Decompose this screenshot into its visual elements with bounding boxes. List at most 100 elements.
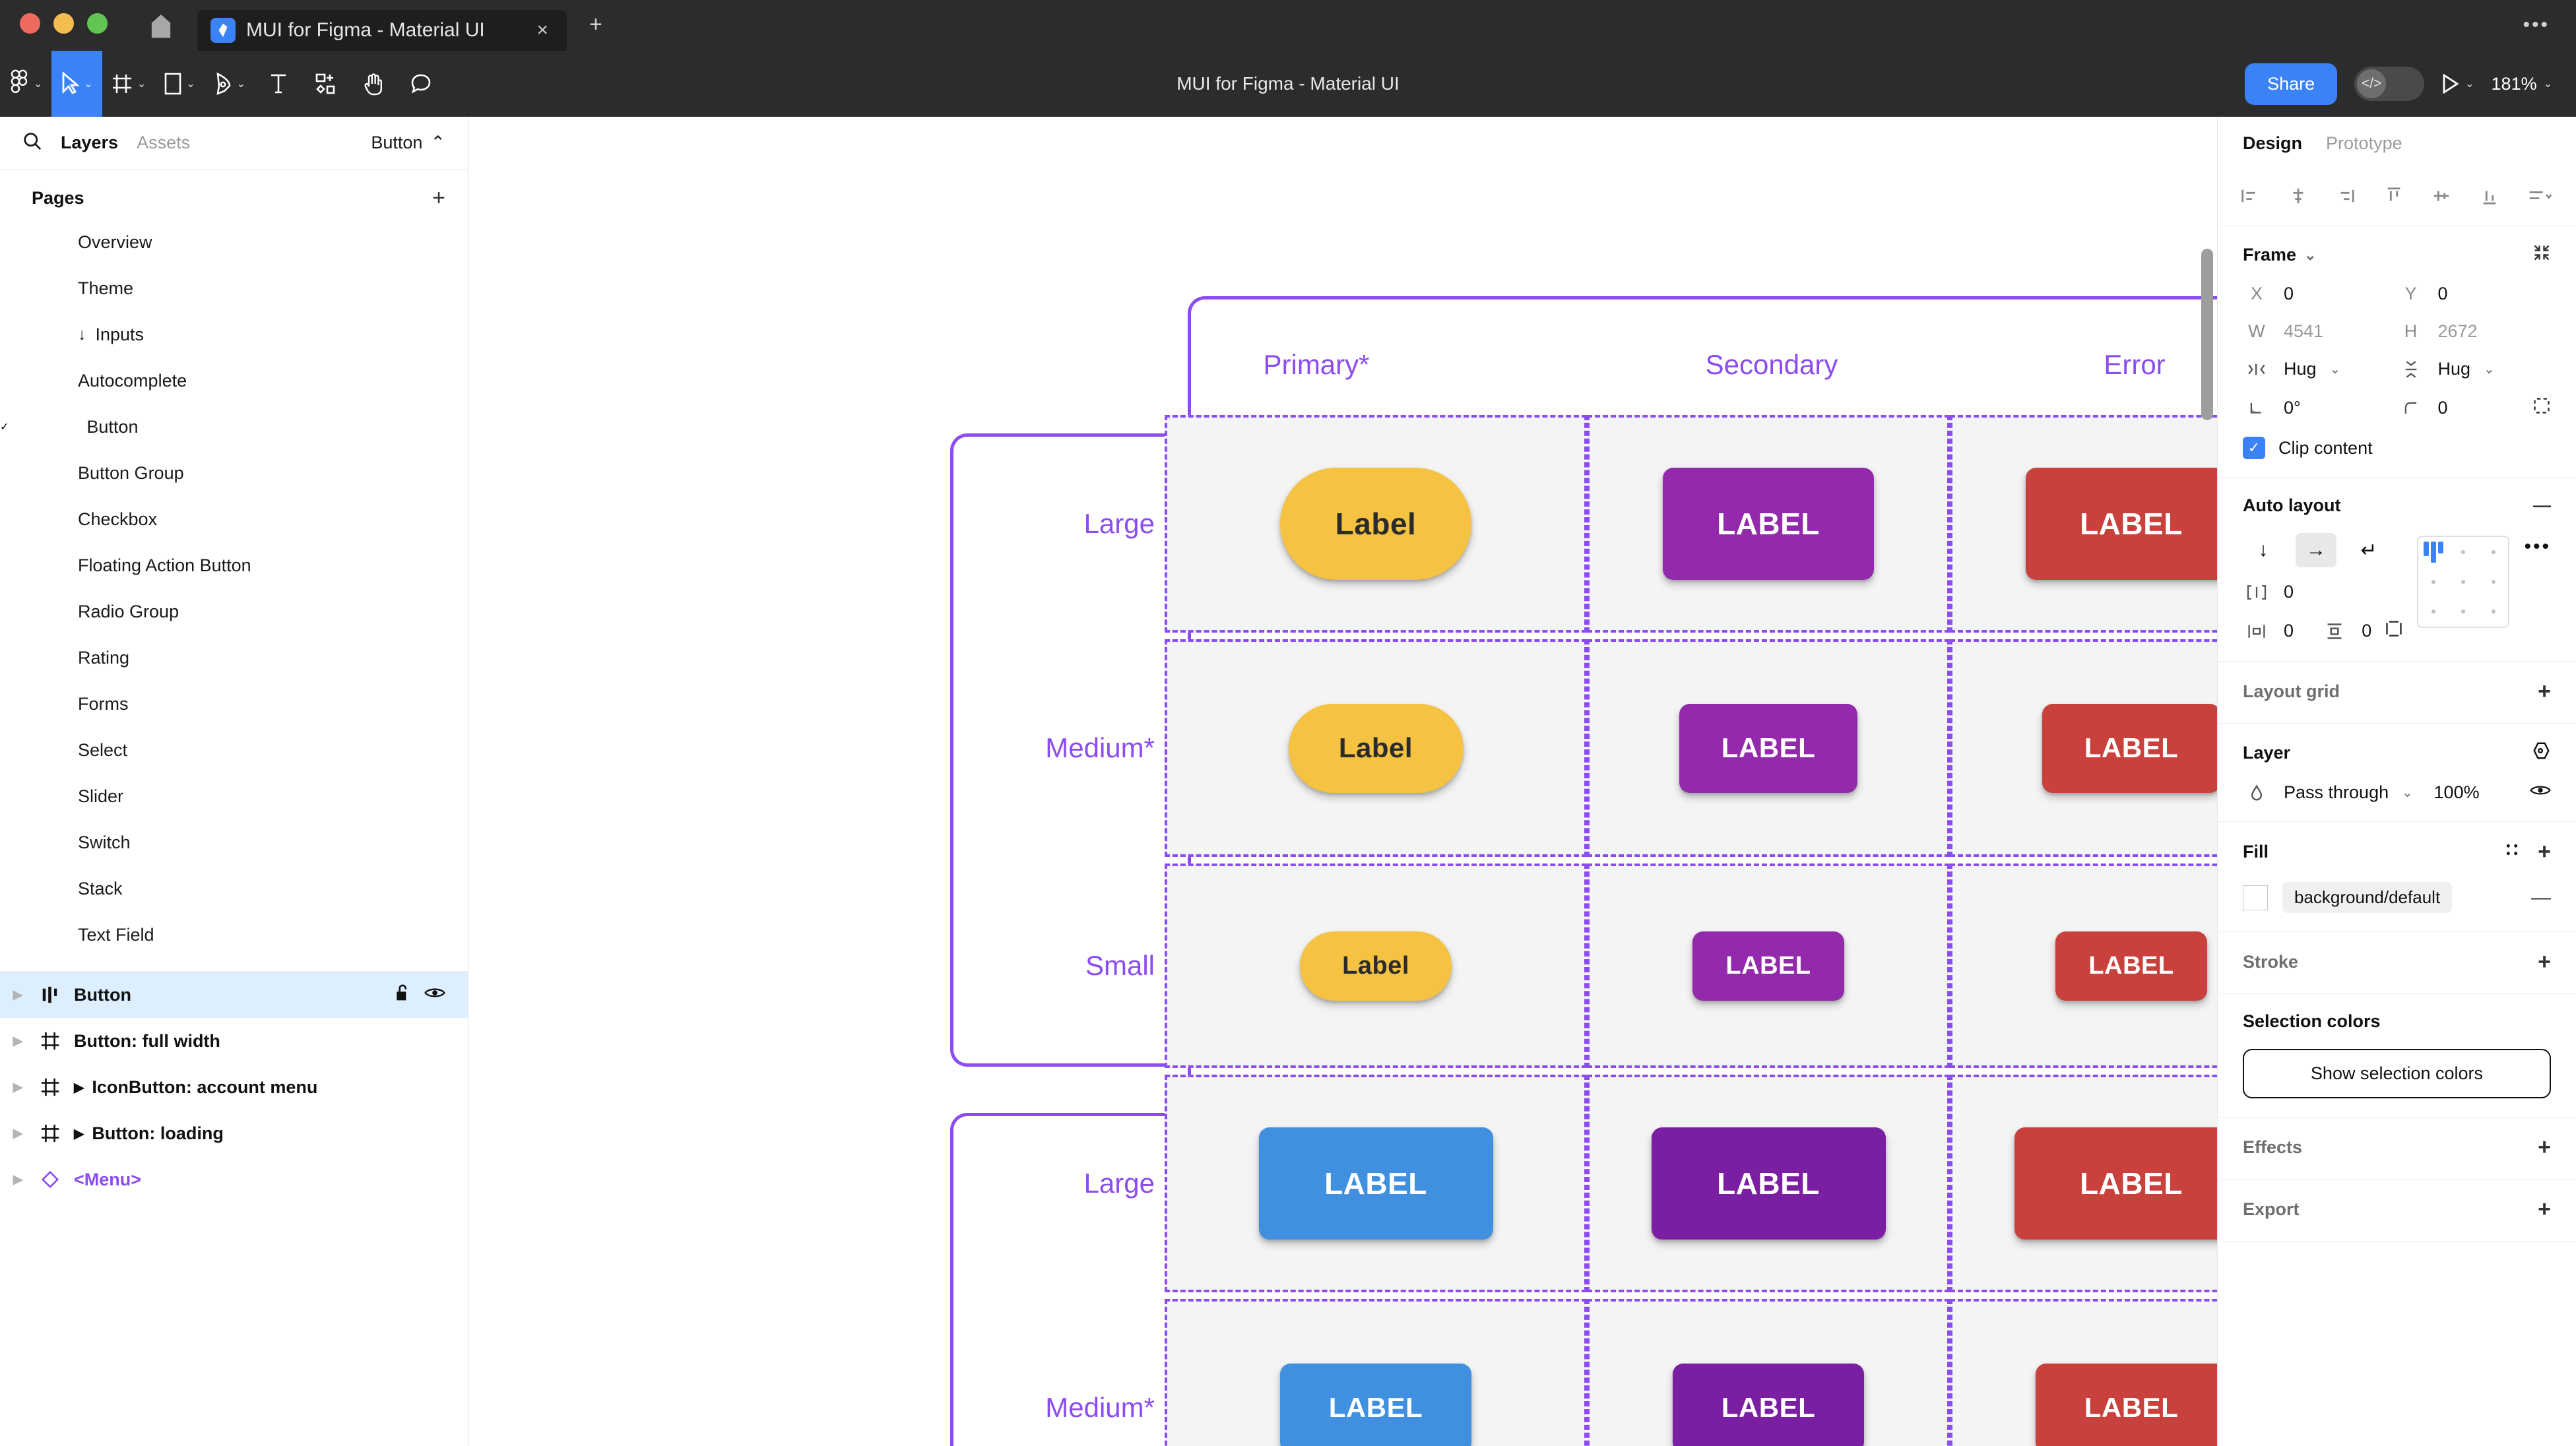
arrow-right-icon[interactable]: → bbox=[2296, 533, 2336, 567]
frame-h-field[interactable]: H 2672 bbox=[2397, 321, 2552, 342]
eye-icon[interactable] bbox=[2530, 782, 2551, 803]
mui-button[interactable]: LABEL bbox=[2042, 703, 2217, 793]
add-effect-button[interactable]: + bbox=[2538, 1135, 2551, 1160]
page-item-text-field[interactable]: Text Field bbox=[0, 912, 468, 958]
pen-tool-icon[interactable]: ⌄ bbox=[205, 51, 255, 117]
move-tool-icon[interactable]: ⌄ bbox=[51, 51, 102, 117]
minimize-window-button[interactable] bbox=[53, 13, 74, 34]
fill-color-swatch[interactable] bbox=[2243, 885, 2268, 910]
comment-icon[interactable] bbox=[397, 51, 445, 117]
add-page-button[interactable]: + bbox=[432, 185, 445, 210]
expand-caret-icon[interactable]: ▶ bbox=[13, 1126, 23, 1141]
mui-button[interactable]: Label bbox=[1300, 931, 1452, 1001]
home-icon[interactable] bbox=[125, 0, 197, 51]
mui-button[interactable]: Label bbox=[1288, 703, 1464, 793]
mui-button[interactable]: LABEL bbox=[1258, 1127, 1493, 1240]
styles-icon[interactable] bbox=[2503, 841, 2521, 863]
layer-row[interactable]: ▶Button bbox=[0, 972, 468, 1018]
layer-style-icon[interactable] bbox=[2531, 741, 2551, 765]
auto-layout-alignment-grid[interactable] bbox=[2417, 536, 2510, 628]
canvas-vertical-scrollbar[interactable] bbox=[2201, 249, 2213, 420]
horizontal-padding-field[interactable]: 0 bbox=[2243, 621, 2321, 641]
frame-w-field[interactable]: W 4541 bbox=[2243, 321, 2397, 342]
distribute-icon[interactable] bbox=[2527, 186, 2554, 209]
zoom-chevron-down-icon[interactable]: ⌄ bbox=[2543, 79, 2552, 90]
rotation-field[interactable]: 0° bbox=[2243, 398, 2397, 418]
hand-tool-icon[interactable] bbox=[350, 51, 397, 117]
remove-auto-layout-button[interactable]: — bbox=[2533, 495, 2551, 515]
align-top-icon[interactable] bbox=[2384, 186, 2404, 209]
layer-row[interactable]: ▶Button: full width bbox=[0, 1018, 468, 1064]
mui-button[interactable]: LABEL bbox=[2036, 1363, 2217, 1446]
frame-tool-icon[interactable]: ⌄ bbox=[102, 51, 155, 117]
individual-padding-icon[interactable] bbox=[2385, 619, 2403, 643]
shape-tool-icon[interactable]: ⌄ bbox=[155, 51, 204, 117]
mui-button[interactable]: LABEL bbox=[2014, 1127, 2217, 1240]
zoom-control[interactable]: 181% ⌄ bbox=[2492, 74, 2552, 94]
page-item-button-group[interactable]: Button Group bbox=[0, 450, 468, 496]
mui-button[interactable]: LABEL bbox=[1663, 468, 1874, 580]
text-tool-icon[interactable] bbox=[255, 51, 302, 117]
mui-button[interactable]: LABEL bbox=[1280, 1363, 1471, 1446]
page-item-rating[interactable]: Rating bbox=[0, 635, 468, 681]
opacity-field[interactable]: 100% bbox=[2434, 782, 2551, 803]
remove-fill-button[interactable]: — bbox=[2531, 886, 2551, 908]
mui-button[interactable]: LABEL bbox=[1679, 703, 1857, 793]
more-options-icon[interactable]: ••• bbox=[2524, 536, 2551, 557]
blend-mode-field[interactable]: Pass through ⌄ bbox=[2243, 782, 2434, 803]
hug-width-field[interactable]: Hug ⌄ bbox=[2243, 359, 2397, 379]
fill-style-name[interactable]: background/default bbox=[2282, 882, 2453, 913]
hug-height-chevron-down-icon[interactable]: ⌄ bbox=[2484, 362, 2495, 377]
add-stroke-button[interactable]: + bbox=[2538, 949, 2551, 974]
mui-button[interactable]: LABEL bbox=[2026, 468, 2217, 580]
unlock-icon[interactable] bbox=[394, 984, 411, 1007]
mui-button[interactable]: Label bbox=[1280, 468, 1471, 580]
page-item-forms[interactable]: Forms bbox=[0, 681, 468, 727]
clip-content-row[interactable]: ✓ Clip content bbox=[2243, 437, 2551, 459]
auto-layout-gap-field[interactable]: 0 bbox=[2243, 582, 2399, 602]
page-item-theme[interactable]: Theme bbox=[0, 265, 468, 311]
mui-button[interactable]: LABEL bbox=[1651, 1127, 1886, 1240]
close-window-button[interactable] bbox=[20, 13, 40, 34]
new-tab-button[interactable]: + bbox=[589, 12, 602, 37]
hug-width-chevron-down-icon[interactable]: ⌄ bbox=[2329, 362, 2341, 377]
expand-caret-icon[interactable]: ▶ bbox=[13, 1080, 23, 1094]
chevron-down-icon[interactable]: ⌄ bbox=[2304, 246, 2317, 263]
mui-button[interactable]: LABEL bbox=[1692, 931, 1844, 1001]
component-selector[interactable]: Button ⌃ bbox=[371, 133, 445, 153]
clip-content-checkbox[interactable]: ✓ bbox=[2243, 437, 2265, 459]
mui-button[interactable]: LABEL bbox=[1673, 1363, 1864, 1446]
page-item-autocomplete[interactable]: Autocomplete bbox=[0, 358, 468, 404]
blend-mode-chevron-down-icon[interactable]: ⌄ bbox=[2402, 786, 2413, 800]
align-bottom-icon[interactable] bbox=[2480, 186, 2499, 209]
page-item-checkbox[interactable]: Checkbox bbox=[0, 496, 468, 542]
expand-caret-icon[interactable]: ▶ bbox=[13, 988, 23, 1002]
layer-row[interactable]: ▶▶Button: loading bbox=[0, 1110, 468, 1156]
tab-layers[interactable]: Layers bbox=[61, 133, 119, 152]
align-right-icon[interactable] bbox=[2336, 186, 2356, 209]
tab-design[interactable]: Design bbox=[2243, 133, 2303, 153]
browser-overflow-menu-icon[interactable]: ••• bbox=[2523, 14, 2550, 36]
page-item-floating-action-button[interactable]: Floating Action Button bbox=[0, 542, 468, 588]
page-item-overview[interactable]: Overview bbox=[0, 219, 468, 265]
eye-icon[interactable] bbox=[424, 985, 445, 1005]
page-item-switch[interactable]: Switch bbox=[0, 819, 468, 865]
add-layout-grid-button[interactable]: + bbox=[2538, 679, 2551, 704]
page-item-stack[interactable]: Stack bbox=[0, 865, 468, 912]
resources-icon[interactable] bbox=[302, 51, 350, 117]
align-vertical-center-icon[interactable] bbox=[2431, 186, 2451, 209]
page-item-button[interactable]: ✓Button bbox=[0, 404, 468, 450]
mui-button[interactable]: LABEL bbox=[2055, 931, 2207, 1001]
corner-radius-field[interactable]: 0 bbox=[2397, 396, 2552, 420]
frame-x-field[interactable]: X 0 bbox=[2243, 284, 2397, 304]
figma-menu-icon[interactable]: ⌄ bbox=[0, 51, 51, 117]
hug-height-field[interactable]: Hug ⌄ bbox=[2397, 359, 2552, 379]
independent-corners-icon[interactable] bbox=[2532, 396, 2551, 420]
add-fill-button[interactable]: + bbox=[2538, 839, 2551, 864]
present-chevron-down-icon[interactable]: ⌄ bbox=[2465, 79, 2474, 90]
arrow-down-icon[interactable]: ↓ bbox=[2258, 539, 2269, 561]
page-item-slider[interactable]: Slider bbox=[0, 773, 468, 819]
add-export-button[interactable]: + bbox=[2538, 1197, 2551, 1222]
browser-tab[interactable]: MUI for Figma - Material UI × bbox=[197, 10, 567, 51]
align-horizontal-center-icon[interactable] bbox=[2288, 186, 2308, 209]
